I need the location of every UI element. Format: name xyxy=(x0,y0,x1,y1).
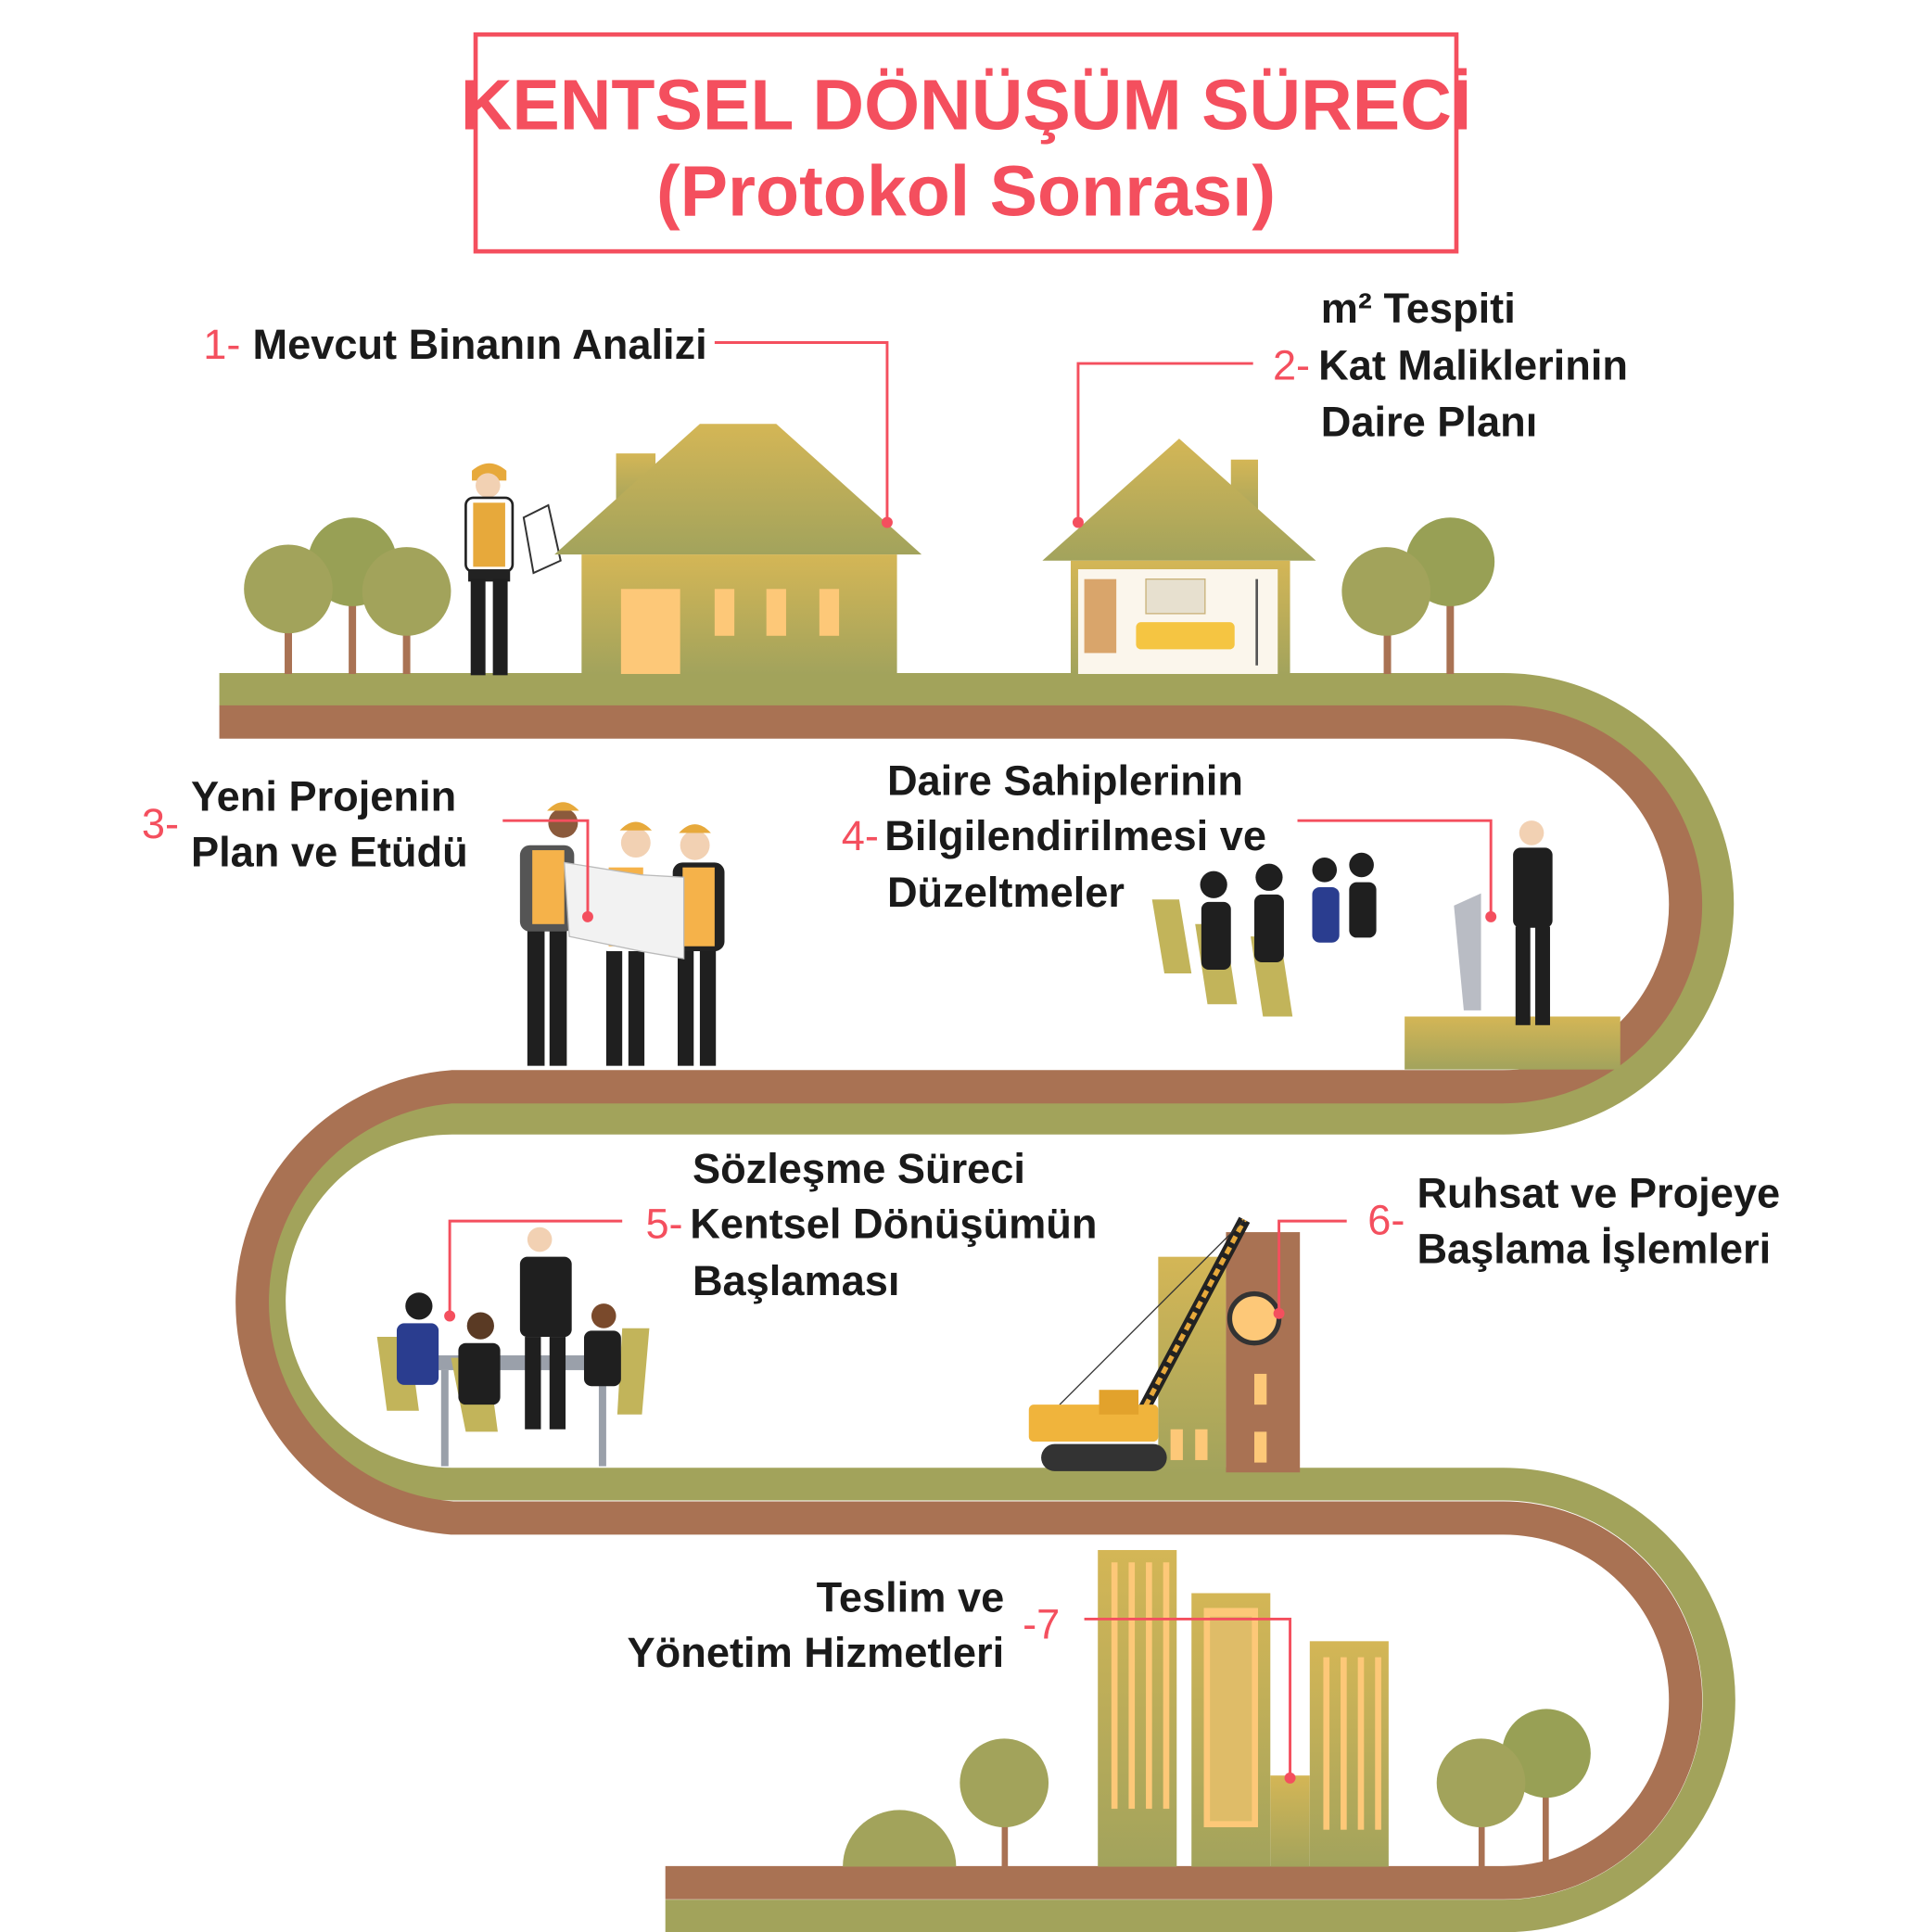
step-text: Mevcut Binanın Analizi xyxy=(252,321,706,368)
information-meeting-illustration xyxy=(1151,820,1621,1070)
planning-workers-illustration xyxy=(519,802,725,1066)
step-text: Başlaması xyxy=(693,1257,900,1304)
step-5-label: Sözleşme Süreci 5- Kentsel Dönüşümün Baş… xyxy=(645,1145,1097,1304)
step-text: Kat Maliklerinin xyxy=(1318,341,1628,388)
step-text: m² Tespiti xyxy=(1321,285,1516,332)
step-4-label: Daire Sahiplerinin 4- Bilgilendirilmesi … xyxy=(842,756,1266,916)
step-number: 5- xyxy=(645,1201,682,1248)
step-1-label: 1- Mevcut Binanın Analizi xyxy=(203,321,706,368)
step-text: Yeni Projenin xyxy=(191,773,456,820)
step-7-label: Teslim ve Yönetim Hizmetleri -7 xyxy=(628,1573,1061,1676)
completed-towers-illustration xyxy=(843,1549,1591,1867)
step-text: Teslim ve xyxy=(817,1573,1005,1621)
existing-building-illustration xyxy=(554,424,922,675)
road xyxy=(219,673,1736,1932)
step-text: Daire Sahiplerinin xyxy=(887,756,1243,804)
step-text: Ruhsat ve Projeye xyxy=(1417,1170,1780,1217)
step-text: Plan ve Etüdü xyxy=(191,828,468,875)
step-number: 3- xyxy=(142,800,179,847)
contract-meeting-illustration xyxy=(376,1227,650,1467)
step-number: 1- xyxy=(203,321,240,368)
step-number: 2- xyxy=(1273,341,1310,388)
step-text: Düzeltmeler xyxy=(887,869,1125,916)
step-number: -7 xyxy=(1023,1601,1060,1648)
step-text: Kentsel Dönüşümün xyxy=(690,1201,1097,1248)
step-number: 6- xyxy=(1367,1197,1405,1244)
tree-group-left xyxy=(244,517,451,675)
title-line-2: (Protokol Sonrası) xyxy=(656,152,1276,232)
step-text: Sözleşme Süreci xyxy=(693,1145,1025,1192)
title-box: KENTSEL DÖNÜŞÜM SÜRECİ (Protokol Sonrası… xyxy=(461,32,1472,254)
tree-group-right xyxy=(1341,517,1495,675)
construction-crane-illustration xyxy=(1028,1216,1301,1473)
step-3-label: 3- Yeni Projenin Plan ve Etüdü xyxy=(142,773,468,876)
step-text: Yönetim Hizmetleri xyxy=(628,1629,1005,1676)
inspector-worker-illustration xyxy=(464,463,562,676)
title-line-1: KENTSEL DÖNÜŞÜM SÜRECİ xyxy=(461,66,1472,146)
step-number: 4- xyxy=(842,812,879,859)
step-text: Başlama İşlemleri xyxy=(1417,1225,1771,1272)
step-text: Bilgilendirilmesi ve xyxy=(884,812,1266,859)
step-2-label: m² Tespiti 2- Kat Maliklerinin Daire Pla… xyxy=(1273,285,1628,445)
step-6-label: 6- Ruhsat ve Projeye Başlama İşlemleri xyxy=(1367,1170,1780,1273)
step-text: Daire Planı xyxy=(1321,398,1538,445)
leader-lines xyxy=(444,341,1497,1784)
apartment-plan-house-illustration xyxy=(1042,439,1316,675)
